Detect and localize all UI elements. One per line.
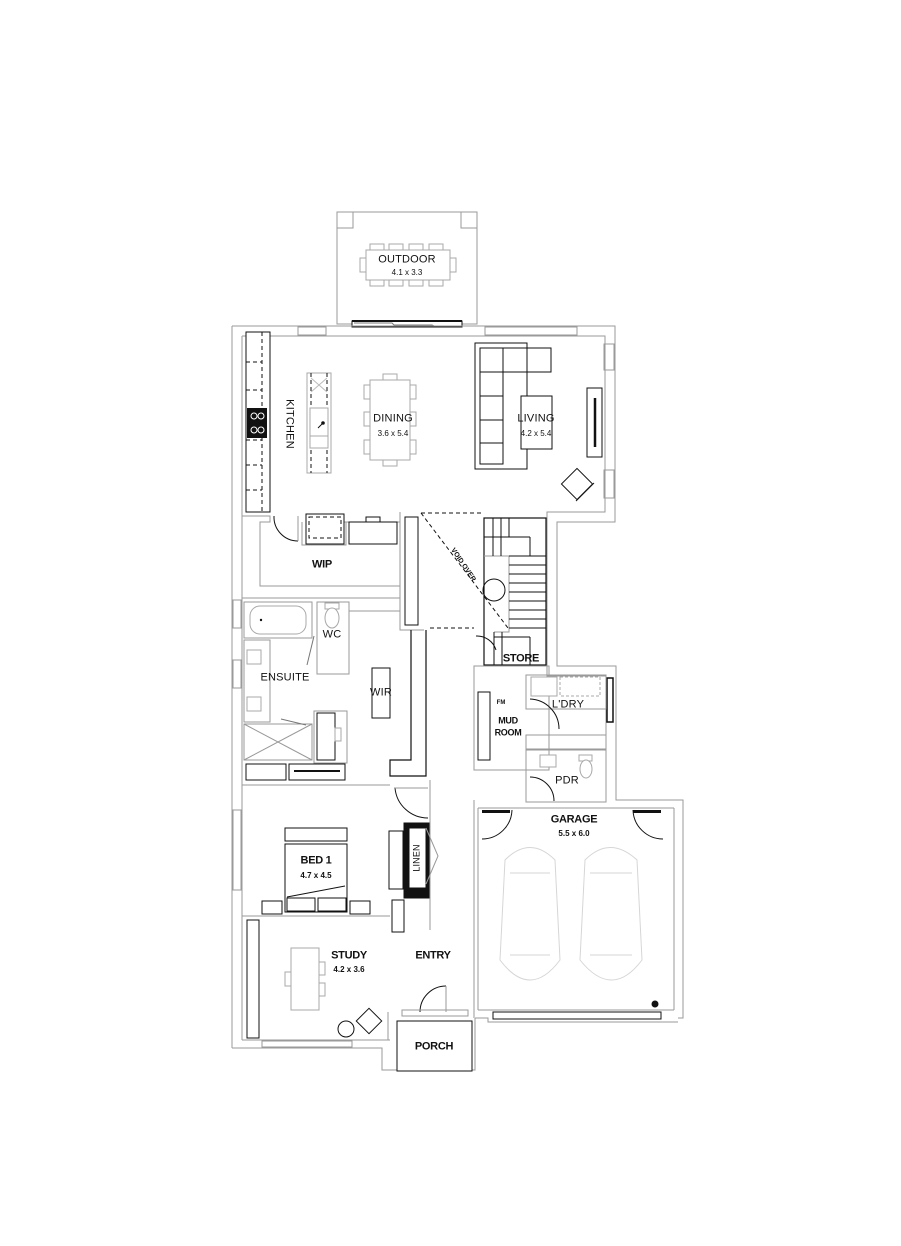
car-right (579, 847, 643, 981)
bedroom-area (242, 780, 439, 933)
wir-island (371, 667, 391, 719)
shower (243, 718, 313, 761)
room-label-dining: DINING (373, 412, 413, 425)
room-label-pdr: PDR (555, 774, 579, 787)
service-area (473, 665, 607, 803)
sofa (474, 342, 552, 470)
linen-cupboard (403, 822, 439, 899)
room-label-wc: WC (322, 628, 342, 641)
tv-unit (586, 387, 603, 458)
kitchen-island (306, 372, 332, 474)
room-label-study: STUDY (331, 949, 367, 962)
room-label-garage: GARAGE (550, 813, 598, 826)
room-dims-study: 4.2 x 3.6 (333, 965, 365, 974)
room-label-porch: PORCH (414, 1040, 454, 1053)
room-label-laundry: L'DRY (551, 698, 585, 711)
pantry-area (242, 513, 401, 599)
room-dims-garage: 5.5 x 6.0 (558, 829, 590, 838)
garage-area (481, 809, 664, 1008)
room-label-entry: ENTRY (415, 949, 451, 962)
car-left (499, 847, 561, 981)
room-dims-bed1: 4.7 x 4.5 (300, 871, 332, 880)
outdoor-area (336, 211, 478, 328)
armchair (560, 467, 595, 502)
ensuite-area (242, 601, 427, 786)
coffee-table (520, 395, 553, 450)
room-dims-outdoor: 4.1 x 3.3 (391, 268, 423, 277)
room-label-mud: MUD (498, 715, 518, 726)
staircase (483, 517, 547, 666)
study-area (246, 919, 389, 1040)
room-label-outdoor: OUTDOOR (378, 253, 436, 266)
room-label-kitchen: KITCHEN (283, 399, 296, 449)
room-dims-living: 4.2 x 5.4 (520, 429, 552, 438)
toilet-icon (324, 602, 340, 629)
room-label-store: STORE (502, 652, 540, 665)
room-label-wip: WIP (312, 558, 332, 571)
outdoor-dining-table (359, 243, 457, 287)
porch-slab (396, 1020, 473, 1072)
room-dims-dining: 3.6 x 5.4 (377, 429, 409, 438)
room-label-room: ROOM (494, 727, 522, 738)
room-label-living: LIVING (517, 412, 555, 425)
linen-label: LINEN (411, 844, 422, 872)
dining-table (363, 373, 417, 467)
living-furniture (474, 342, 603, 502)
cooktop-icon (247, 408, 267, 438)
entry-door (401, 985, 469, 1017)
void-and-stairs (399, 512, 547, 666)
room-label-bed1: BED 1 (300, 854, 332, 867)
kitchen-area (245, 331, 332, 513)
room-label-ensuite: ENSUITE (260, 671, 310, 684)
fridge-tag-label: FM (496, 700, 506, 706)
room-label-wir: WIR (370, 686, 392, 699)
